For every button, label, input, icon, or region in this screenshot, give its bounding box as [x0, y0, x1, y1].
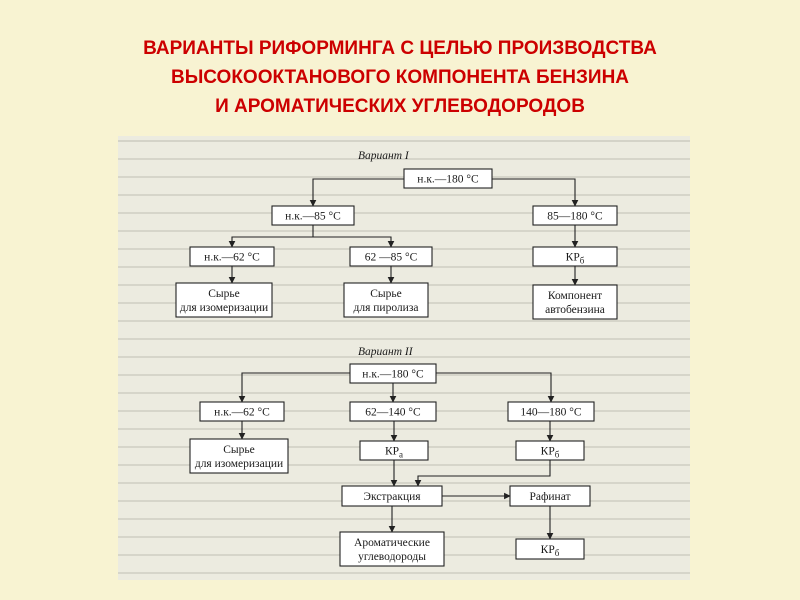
- v2-nk62-label: н.к.—62 °С: [214, 407, 270, 419]
- title-line-3: И АРОМАТИЧЕСКИХ УГЛЕВОДОРОДОВ: [215, 96, 585, 117]
- v2-root-node: н.к.—180 °С: [349, 363, 437, 384]
- v2-nk62-node: н.к.—62 °С: [199, 401, 285, 422]
- reforming-flow-diagram: Вариант I н.к.—180 °С н.к.—85 °С 85—180 …: [175, 150, 618, 567]
- v1-connectors: [228, 178, 579, 286]
- v1-root-node: н.к.—180 °С: [403, 168, 493, 189]
- v2-krb-node: КРб: [515, 440, 585, 461]
- v1-85-180-label: 85—180 °С: [547, 211, 603, 223]
- v1-root-label: н.к.—180 °С: [417, 174, 479, 186]
- v2-62-140-node: 62—140 °С: [349, 401, 437, 422]
- v1-kr-node: КРб: [532, 246, 618, 267]
- variant-1-label: Вариант I: [358, 150, 410, 162]
- v2-extraction-node: Экстракция: [341, 485, 443, 507]
- v1-nk62-label: н.к.—62 °С: [204, 252, 260, 264]
- v2-62-140-label: 62—140 °С: [365, 407, 421, 419]
- v2-root-label: н.к.—180 °С: [362, 369, 424, 381]
- slide-title: ВАРИАНТЫ РИФОРМИНГА С ЦЕЛЬЮ ПРОИЗВОДСТВА…: [0, 34, 800, 121]
- v2-krb2-label: КРб: [541, 544, 560, 558]
- v2-refinate-label: Рафинат: [529, 491, 570, 503]
- scanned-book-page: Вариант I н.к.—180 °С н.к.—85 °С 85—180 …: [118, 136, 690, 580]
- title-line-1: ВАРИАНТЫ РИФОРМИНГА С ЦЕЛЬЮ ПРОИЗВОДСТВА: [143, 38, 657, 59]
- v2-refinate-node: Рафинат: [509, 485, 591, 507]
- v2-krb-label: КРб: [541, 446, 560, 460]
- v1-62-85-node: 62 —85 °С: [349, 246, 433, 267]
- v2-connectors: [238, 372, 555, 540]
- v1-85-180-node: 85—180 °С: [532, 205, 618, 226]
- v2-kra-node: КРа: [359, 440, 429, 461]
- v2-140-180-label: 140—180 °С: [520, 407, 581, 419]
- v2-140-180-node: 140—180 °С: [507, 401, 595, 422]
- title-line-2: ВЫСОКООКТАНОВОГО КОМПОНЕНТА БЕНЗИНА: [170, 67, 630, 88]
- variant-2-label: Вариант II: [358, 346, 414, 358]
- v1-kr-label: КРб: [566, 252, 585, 266]
- v1-nk85-node: н.к.—85 °С: [271, 205, 355, 226]
- v1-nk62-node: н.к.—62 °С: [189, 246, 275, 267]
- v1-nk85-label: н.к.—85 °С: [285, 211, 341, 223]
- v2-kra-label: КРа: [385, 446, 403, 460]
- v1-62-85-label: 62 —85 °С: [365, 252, 418, 264]
- v2-krb2-node: КРб: [515, 538, 585, 560]
- v2-extraction-label: Экстракция: [363, 491, 421, 503]
